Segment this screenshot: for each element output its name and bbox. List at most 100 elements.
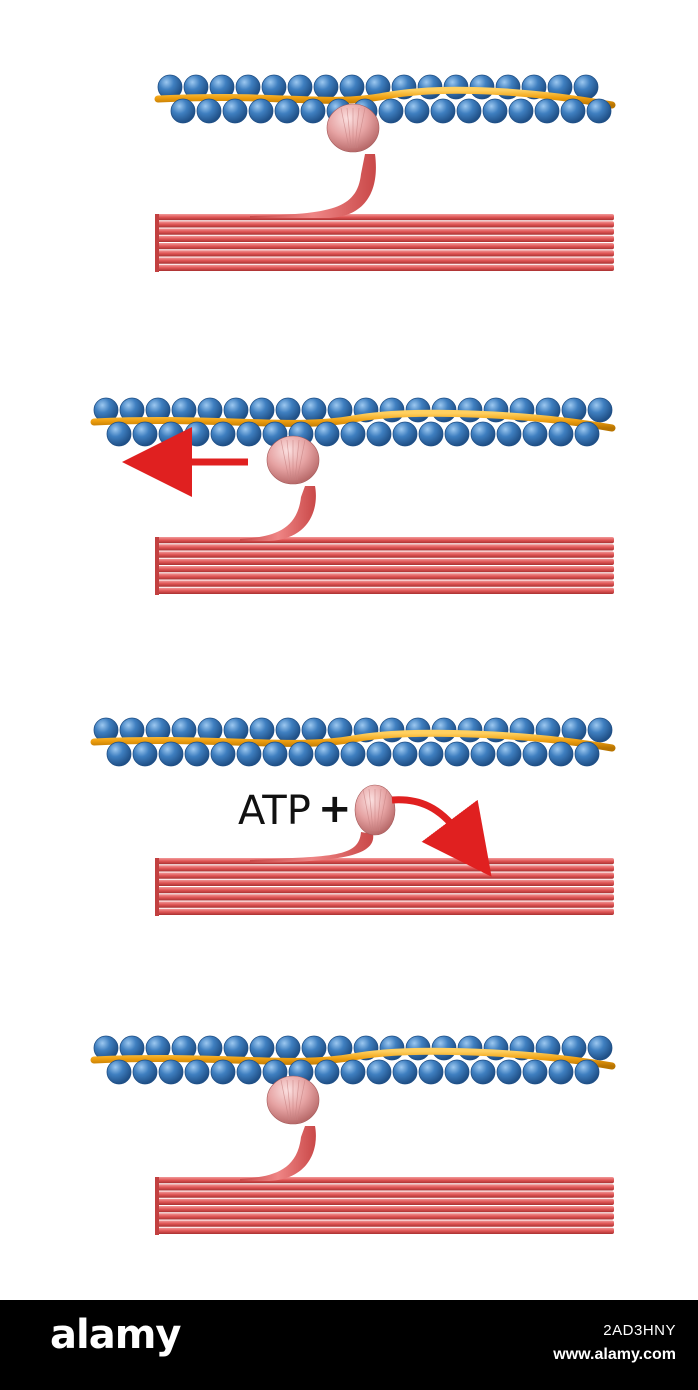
actin-bead [340,1059,366,1085]
actin-bead [340,421,366,447]
actin-bead [106,421,132,447]
actin-bead [248,98,274,124]
filament-end [155,858,159,916]
actin-bead [249,717,275,743]
head-striation [286,439,292,481]
myosin-strand [156,257,614,264]
myosin-neck [240,486,316,541]
curved-arrow-icon [391,796,492,877]
head-striation [354,107,360,149]
actin-bead [288,741,314,767]
actin-bead [158,741,184,767]
head-striation [294,439,300,481]
actin-bead [313,74,339,100]
head-striation [356,107,366,149]
actin-bead [418,741,444,767]
myosin-strand [156,887,614,894]
actin-bead [444,741,470,767]
actin-bead [574,1059,600,1085]
actin-bead [106,741,132,767]
actin-bead [158,421,184,447]
head-striation [346,107,352,149]
myosin-strand [156,537,614,544]
actin-bead [314,1059,340,1085]
myosin-strand [156,894,614,901]
watermark-footer: alamy 2AD3HNY www.alamy.com [0,1300,698,1390]
actin-bead [548,421,574,447]
actin-bead [378,98,404,124]
actin-bead [560,98,586,124]
actin-bead [314,421,340,447]
myosin-strand [156,264,614,271]
actin-bead [274,98,300,124]
actin-bead [496,1059,522,1085]
myosin-strand [156,1191,614,1198]
image-id: 2AD3HNY [603,1322,676,1339]
actin-bead [392,1059,418,1085]
stage-panel-2 [90,397,616,595]
actin-bead [496,421,522,447]
myosin-strand [156,1198,614,1205]
myosin-strand [156,908,614,915]
actin-bead [301,397,327,423]
actin-bead [210,1059,236,1085]
actin-bead [444,1059,470,1085]
actin-bead [340,741,366,767]
myosin-strand [156,243,614,250]
filament-end [155,537,159,595]
brand-logo: alamy [50,1312,181,1358]
actin-bead [417,74,443,100]
actin-bead [132,421,158,447]
stage-panel-3 [90,717,616,916]
actin-bead [196,98,222,124]
head-striation [362,788,372,832]
actin-bead [392,741,418,767]
myosin-strand [156,872,614,879]
actin-bead [522,741,548,767]
actin-bead [587,1035,613,1061]
stage-panel-1 [154,74,616,272]
actin-bead [456,98,482,124]
actin-bead [366,421,392,447]
actin-bead [301,1035,327,1061]
actin-bead [418,1059,444,1085]
myosin-strand [156,858,614,865]
actin-bead [573,74,599,100]
actin-bead [236,1059,262,1085]
myosin-strand [156,580,614,587]
actin-bead [249,397,275,423]
myosin-strand [156,544,614,551]
actin-bead [184,741,210,767]
site-url: www.alamy.com [553,1346,676,1363]
myosin-strand [156,221,614,228]
actin-bead [300,98,326,124]
actin-bead [444,421,470,447]
actin-bead [236,741,262,767]
arrow-shaft [391,796,492,877]
atp-text: ATP [238,788,311,834]
actin-bead [210,741,236,767]
myosin-neck [240,1126,316,1181]
actin-bead [314,741,340,767]
myosin-strand [156,214,614,221]
myosin-strand [156,901,614,908]
myosin-strand [156,228,614,235]
actin-bead [574,741,600,767]
actin-bead [222,98,248,124]
myosin-strand [156,566,614,573]
actin-bead [170,98,196,124]
actin-bead [262,741,288,767]
actin-bead [366,741,392,767]
myosin-strand [156,235,614,242]
head-striation [294,1079,300,1121]
actin-bead [457,1035,483,1061]
head-striation [280,439,290,481]
myosin-strand [156,1206,614,1213]
myosin-strand [156,1227,614,1234]
cross-bridge-cycle-diagram: ATP + [90,74,616,1235]
actin-bead [587,397,613,423]
stage-panel-4 [90,1035,616,1235]
tropomyosin-strand [154,86,616,109]
actin-bead [339,74,365,100]
actin-bead [301,717,327,743]
